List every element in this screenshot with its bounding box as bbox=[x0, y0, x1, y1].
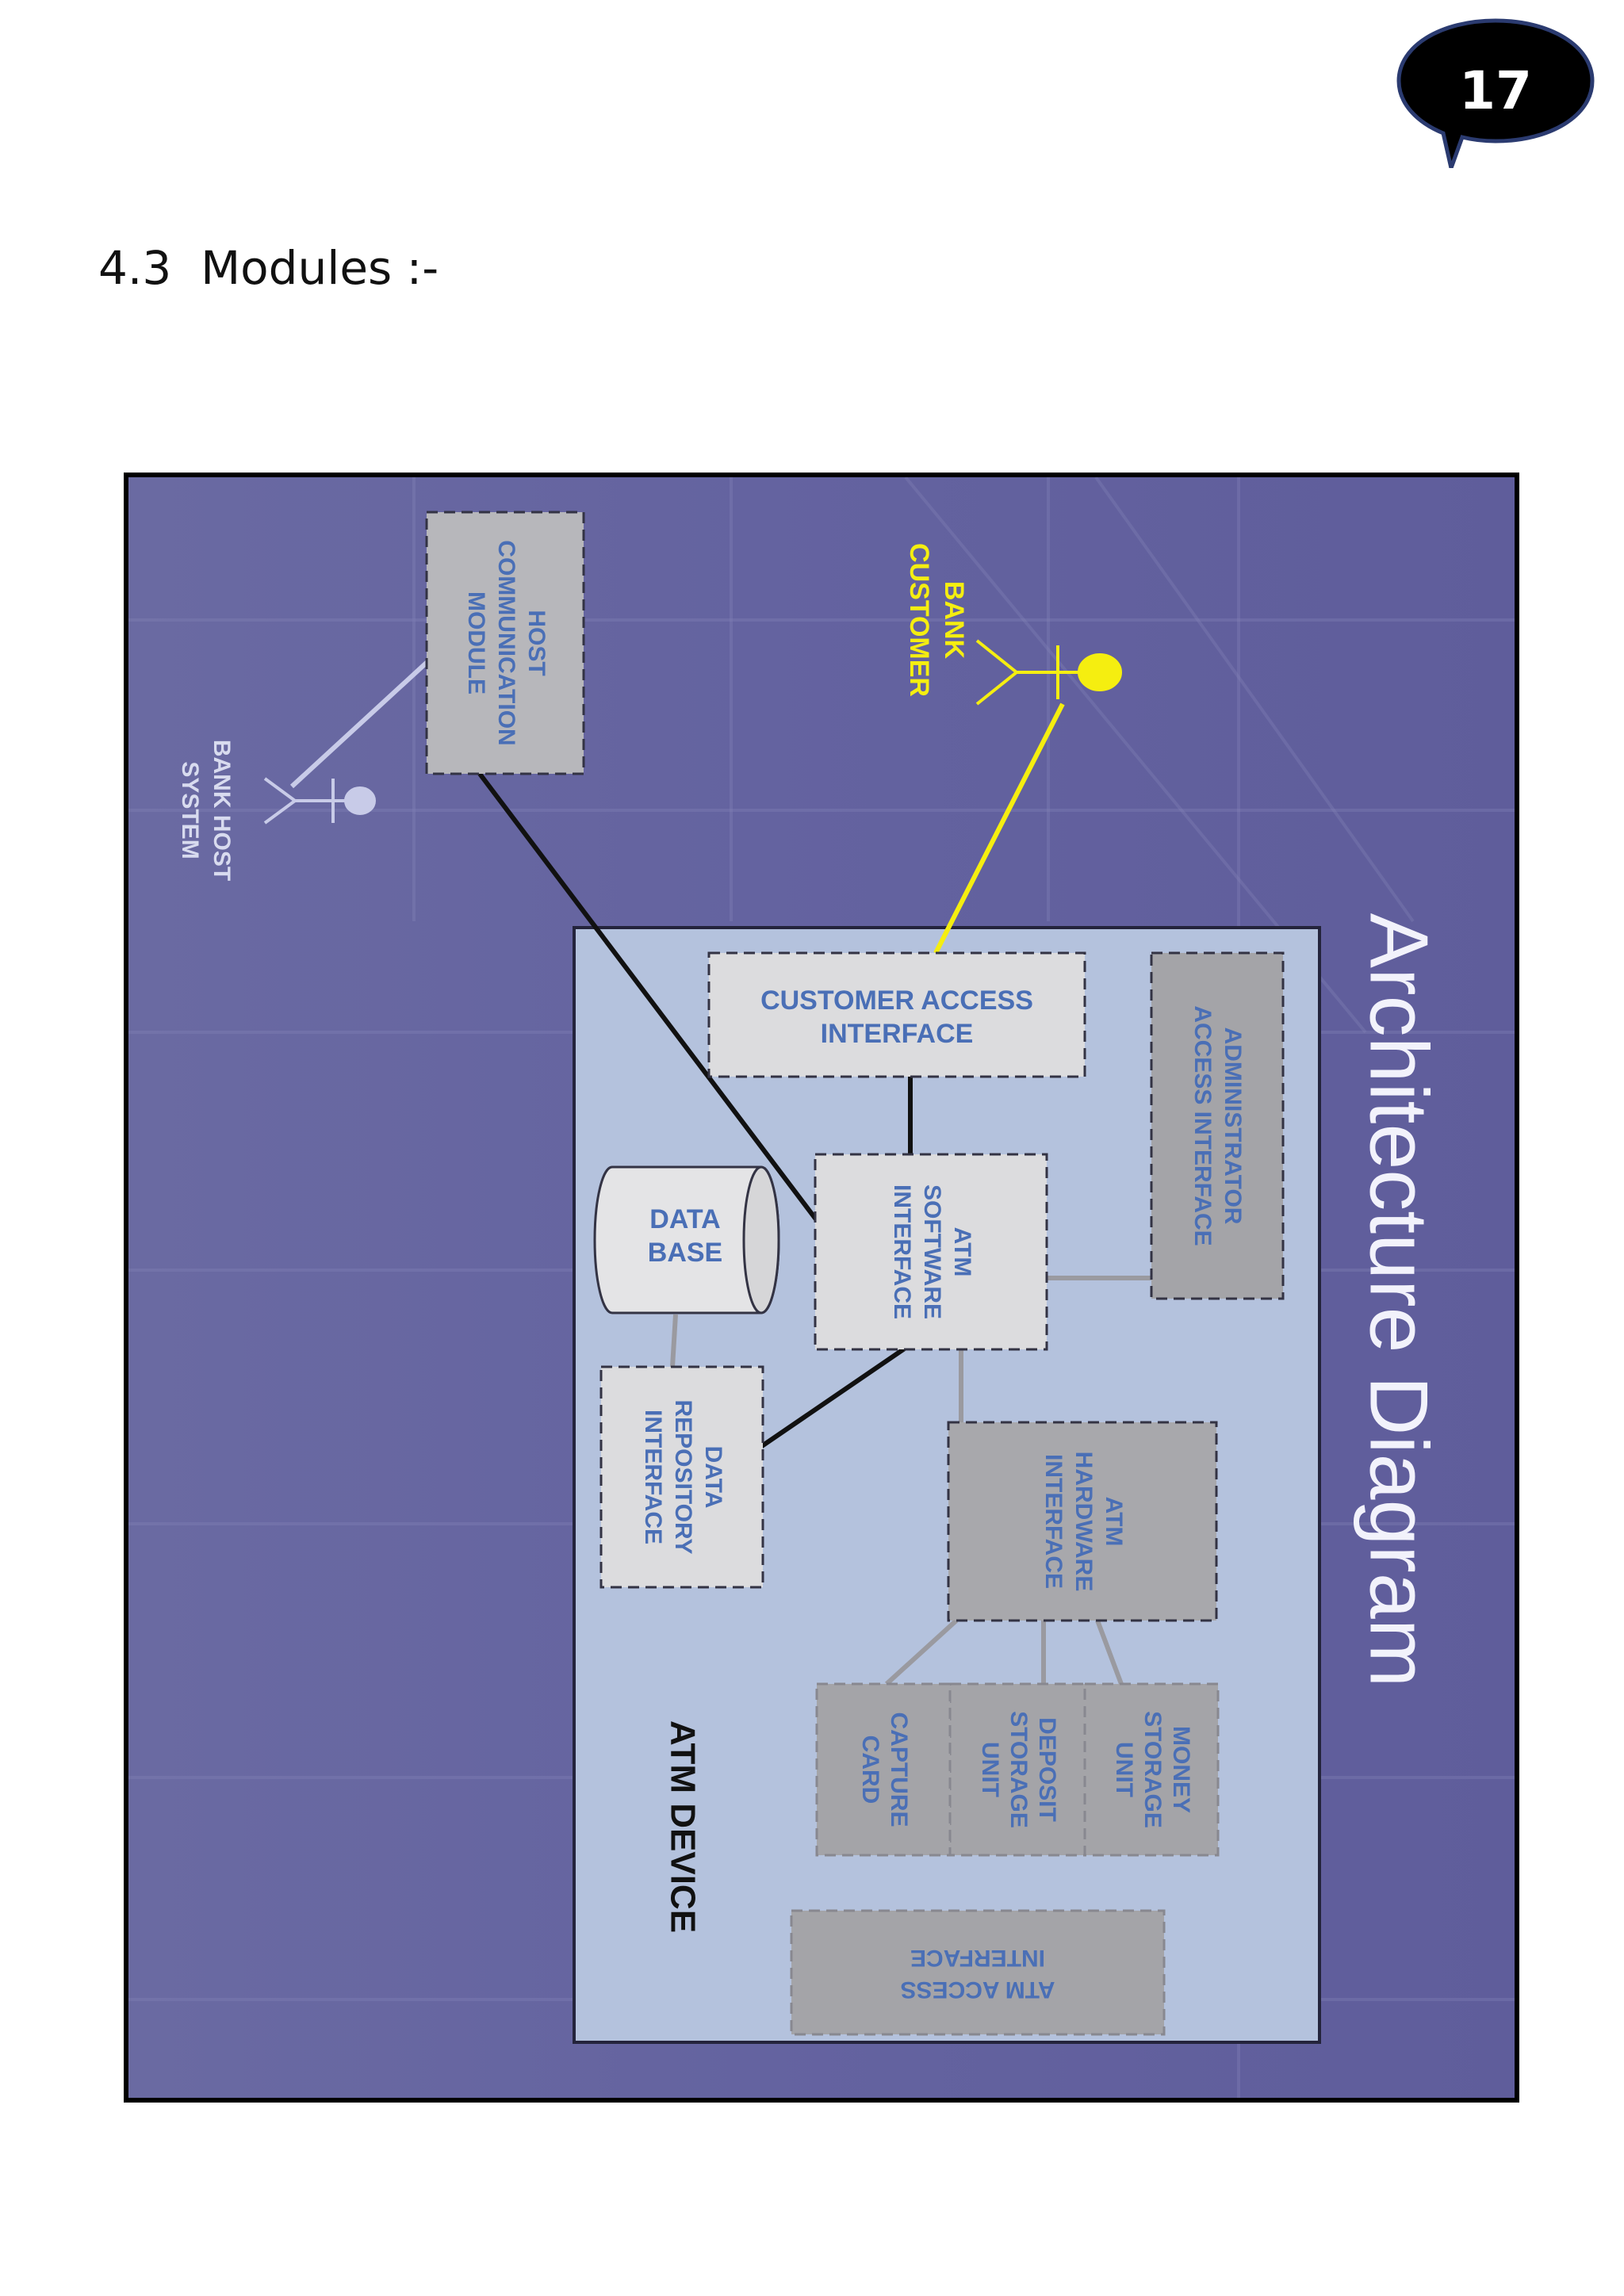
diagram-label-line: MONEY bbox=[1168, 1726, 1194, 1813]
diagram-label-line: INTERFACE bbox=[889, 1184, 915, 1319]
customer-access-interface-box bbox=[707, 951, 1086, 1078]
architecture-diagram-figure: BANK CUSTOMER BANK HOST SYSTEM HOST COMM… bbox=[124, 473, 1519, 2103]
diagram-label-line: HOST bbox=[523, 610, 550, 675]
diagram-label-line: ACCESS INTERFACE bbox=[1189, 1005, 1216, 1246]
host-communication-module-box bbox=[425, 511, 585, 775]
money-storage-unit-box bbox=[1083, 1682, 1220, 1857]
atm-software-interface-box bbox=[814, 1153, 1048, 1351]
atm-device-label: ATM DEVICE bbox=[663, 1720, 702, 1933]
diagram-label-line: INTERFACE bbox=[1040, 1454, 1067, 1589]
diagram-label-line: INTERFACE bbox=[910, 1945, 1045, 1971]
diagram-label-line: CARD bbox=[857, 1735, 883, 1804]
bank-host-system-label-line-1: BANK HOST bbox=[209, 740, 235, 881]
diagram-title: Architecture Diagram bbox=[1353, 913, 1445, 1688]
architecture-diagram: BANK CUSTOMER BANK HOST SYSTEM HOST COMM… bbox=[128, 477, 1515, 2098]
diagram-label-line: MODULE bbox=[463, 591, 489, 695]
atm-access-interface-label: ATM ACCESS INTERFACE bbox=[901, 1945, 1055, 2003]
deposit-storage-unit-box bbox=[948, 1682, 1086, 1857]
diagram-label-line: ATM DEVICE bbox=[663, 1720, 702, 1933]
diagram-label-line: SOFTWARE bbox=[919, 1184, 945, 1319]
diagram-label-line: REPOSITORY bbox=[670, 1399, 696, 1554]
data-repository-interface-box bbox=[599, 1365, 764, 1589]
connector-software-repository bbox=[753, 1342, 912, 1453]
diagram-label-line: ATM bbox=[949, 1227, 975, 1277]
diagram-label-line: Architecture Diagram bbox=[1353, 913, 1445, 1688]
atm-hardware-interface-box bbox=[947, 1421, 1218, 1622]
database-label-line-2: BASE bbox=[648, 1238, 722, 1268]
diagram-label-line: ATM ACCESS bbox=[901, 1976, 1055, 2003]
connector-hardware-capture bbox=[884, 1618, 959, 1686]
page-number: 17 bbox=[1459, 60, 1532, 121]
diagram-label-line: DEPOSIT bbox=[1034, 1717, 1060, 1822]
capture-card-label: CAPTURE CARD bbox=[857, 1712, 912, 1827]
bank-customer-actor-icon bbox=[975, 639, 1122, 706]
diagram-label-line: INTERFACE bbox=[640, 1410, 666, 1544]
bank-host-system-label: BANK HOST SYSTEM bbox=[177, 740, 235, 881]
bank-host-system-label-line-2: SYSTEM bbox=[177, 761, 203, 859]
diagram-label-line: ATM bbox=[1101, 1497, 1127, 1547]
connector-customer-atm bbox=[933, 702, 1065, 955]
connector-host-software bbox=[475, 769, 821, 1224]
diagram-label-line: STORAGE bbox=[1005, 1711, 1032, 1828]
atm-access-interface-box bbox=[790, 1909, 1166, 2036]
bank-host-system-actor-icon bbox=[263, 777, 376, 825]
bank-customer-label: BANK CUSTOMER bbox=[904, 543, 969, 697]
capture-card-box bbox=[815, 1682, 952, 1857]
database-cylinder-icon bbox=[593, 1165, 780, 1314]
money-storage-unit-label: MONEY STORAGE UNIT bbox=[1111, 1711, 1194, 1828]
diagram-label-line: ADMINISTRATOR bbox=[1220, 1027, 1246, 1225]
diagram-label-line: CAPTURE bbox=[886, 1712, 912, 1827]
connector-database-repository bbox=[670, 1314, 678, 1368]
deposit-storage-unit-label: DEPOSIT STORAGE UNIT bbox=[977, 1711, 1060, 1828]
diagram-label-line: DATA bbox=[700, 1446, 726, 1509]
connector-hardware-money bbox=[1095, 1619, 1124, 1686]
atm-software-interface-label: ATM SOFTWARE INTERFACE bbox=[889, 1184, 975, 1319]
customer-access-interface-label-line-1: CUSTOMER ACCESS bbox=[760, 985, 1033, 1016]
bank-customer-label-line-2: CUSTOMER bbox=[904, 543, 934, 697]
diagram-label-line: UNIT bbox=[1111, 1742, 1137, 1797]
connector-host-bank-system bbox=[289, 657, 432, 789]
data-repository-interface-label: DATA REPOSITORY INTERFACE bbox=[640, 1399, 726, 1554]
database-label-line-1: DATA bbox=[649, 1204, 720, 1234]
bank-customer-label-line-1: BANK bbox=[939, 581, 969, 660]
diagram-label-line: UNIT bbox=[977, 1742, 1003, 1797]
customer-access-interface-label-line-2: INTERFACE bbox=[821, 1019, 974, 1049]
host-communication-module-label: HOST COMMUNICATION MODULE bbox=[463, 540, 550, 745]
diagram-label-line: COMMUNICATION bbox=[493, 540, 519, 745]
page-number-badge bbox=[1396, 17, 1595, 168]
diagram-label-line: STORAGE bbox=[1139, 1711, 1166, 1828]
section-heading: 4.3 Modules :- bbox=[98, 241, 439, 295]
atm-hardware-interface-label: ATM HARDWARE INTERFACE bbox=[1040, 1452, 1127, 1592]
administrator-access-interface-box bbox=[1150, 951, 1285, 1300]
connectors bbox=[289, 657, 1151, 1686]
administrator-access-interface-label: ADMINISTRATOR ACCESS INTERFACE bbox=[1189, 1005, 1246, 1246]
speech-bubble-icon bbox=[1396, 18, 1595, 168]
diagram-label-line: HARDWARE bbox=[1071, 1452, 1097, 1592]
